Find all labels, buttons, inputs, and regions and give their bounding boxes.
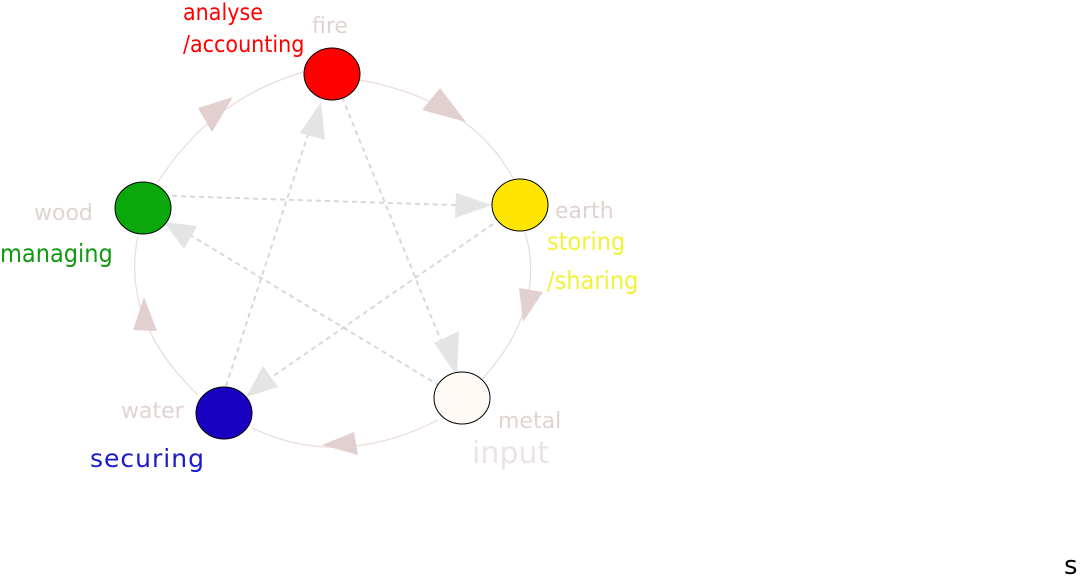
node-water	[195, 386, 253, 440]
cross-line-fire-metal	[341, 96, 453, 369]
cross-line-metal-wood	[174, 225, 441, 387]
cycle-arrowhead-water-wood	[133, 297, 157, 331]
node-fire	[303, 47, 361, 101]
cross-arrowhead-metal	[434, 331, 459, 376]
role-earth-line2: /sharing	[547, 266, 638, 295]
role-earth-line1: storing	[547, 227, 625, 256]
label-fire: fire	[312, 14, 348, 39]
cycle-arrowhead-wood-fire	[198, 97, 233, 132]
node-wood	[114, 181, 172, 235]
cycle-arrowhead-metal-water	[322, 432, 358, 455]
cross-line-earth-water	[255, 223, 494, 389]
role-fire-line2: /accounting	[183, 32, 304, 58]
cross-arrowhead-water	[246, 366, 278, 397]
label-water: water	[121, 399, 185, 424]
cross-arrowhead-fire	[300, 102, 325, 140]
role-fire-line1: analyse	[183, 0, 263, 26]
cross-arrowhead-wood	[164, 222, 197, 249]
label-metal: metal	[498, 409, 561, 434]
cross-arrowhead-earth	[455, 193, 492, 218]
cycle-arc-wood-fire	[157, 71, 304, 183]
corner-text: s	[1064, 551, 1078, 576]
label-wood: wood	[34, 201, 93, 226]
cross-line-water-fire	[225, 109, 317, 387]
role-metal: input	[472, 436, 549, 471]
cycle-arrowhead-fire-earth	[422, 88, 466, 122]
node-earth	[491, 178, 549, 232]
node-metal	[433, 371, 491, 425]
cycle-arrowhead-earth-metal	[519, 288, 543, 322]
role-water: securing	[90, 444, 205, 473]
label-earth: earth	[555, 199, 614, 224]
cross-line-wood-earth	[171, 195, 485, 207]
role-wood: managing	[0, 239, 113, 268]
